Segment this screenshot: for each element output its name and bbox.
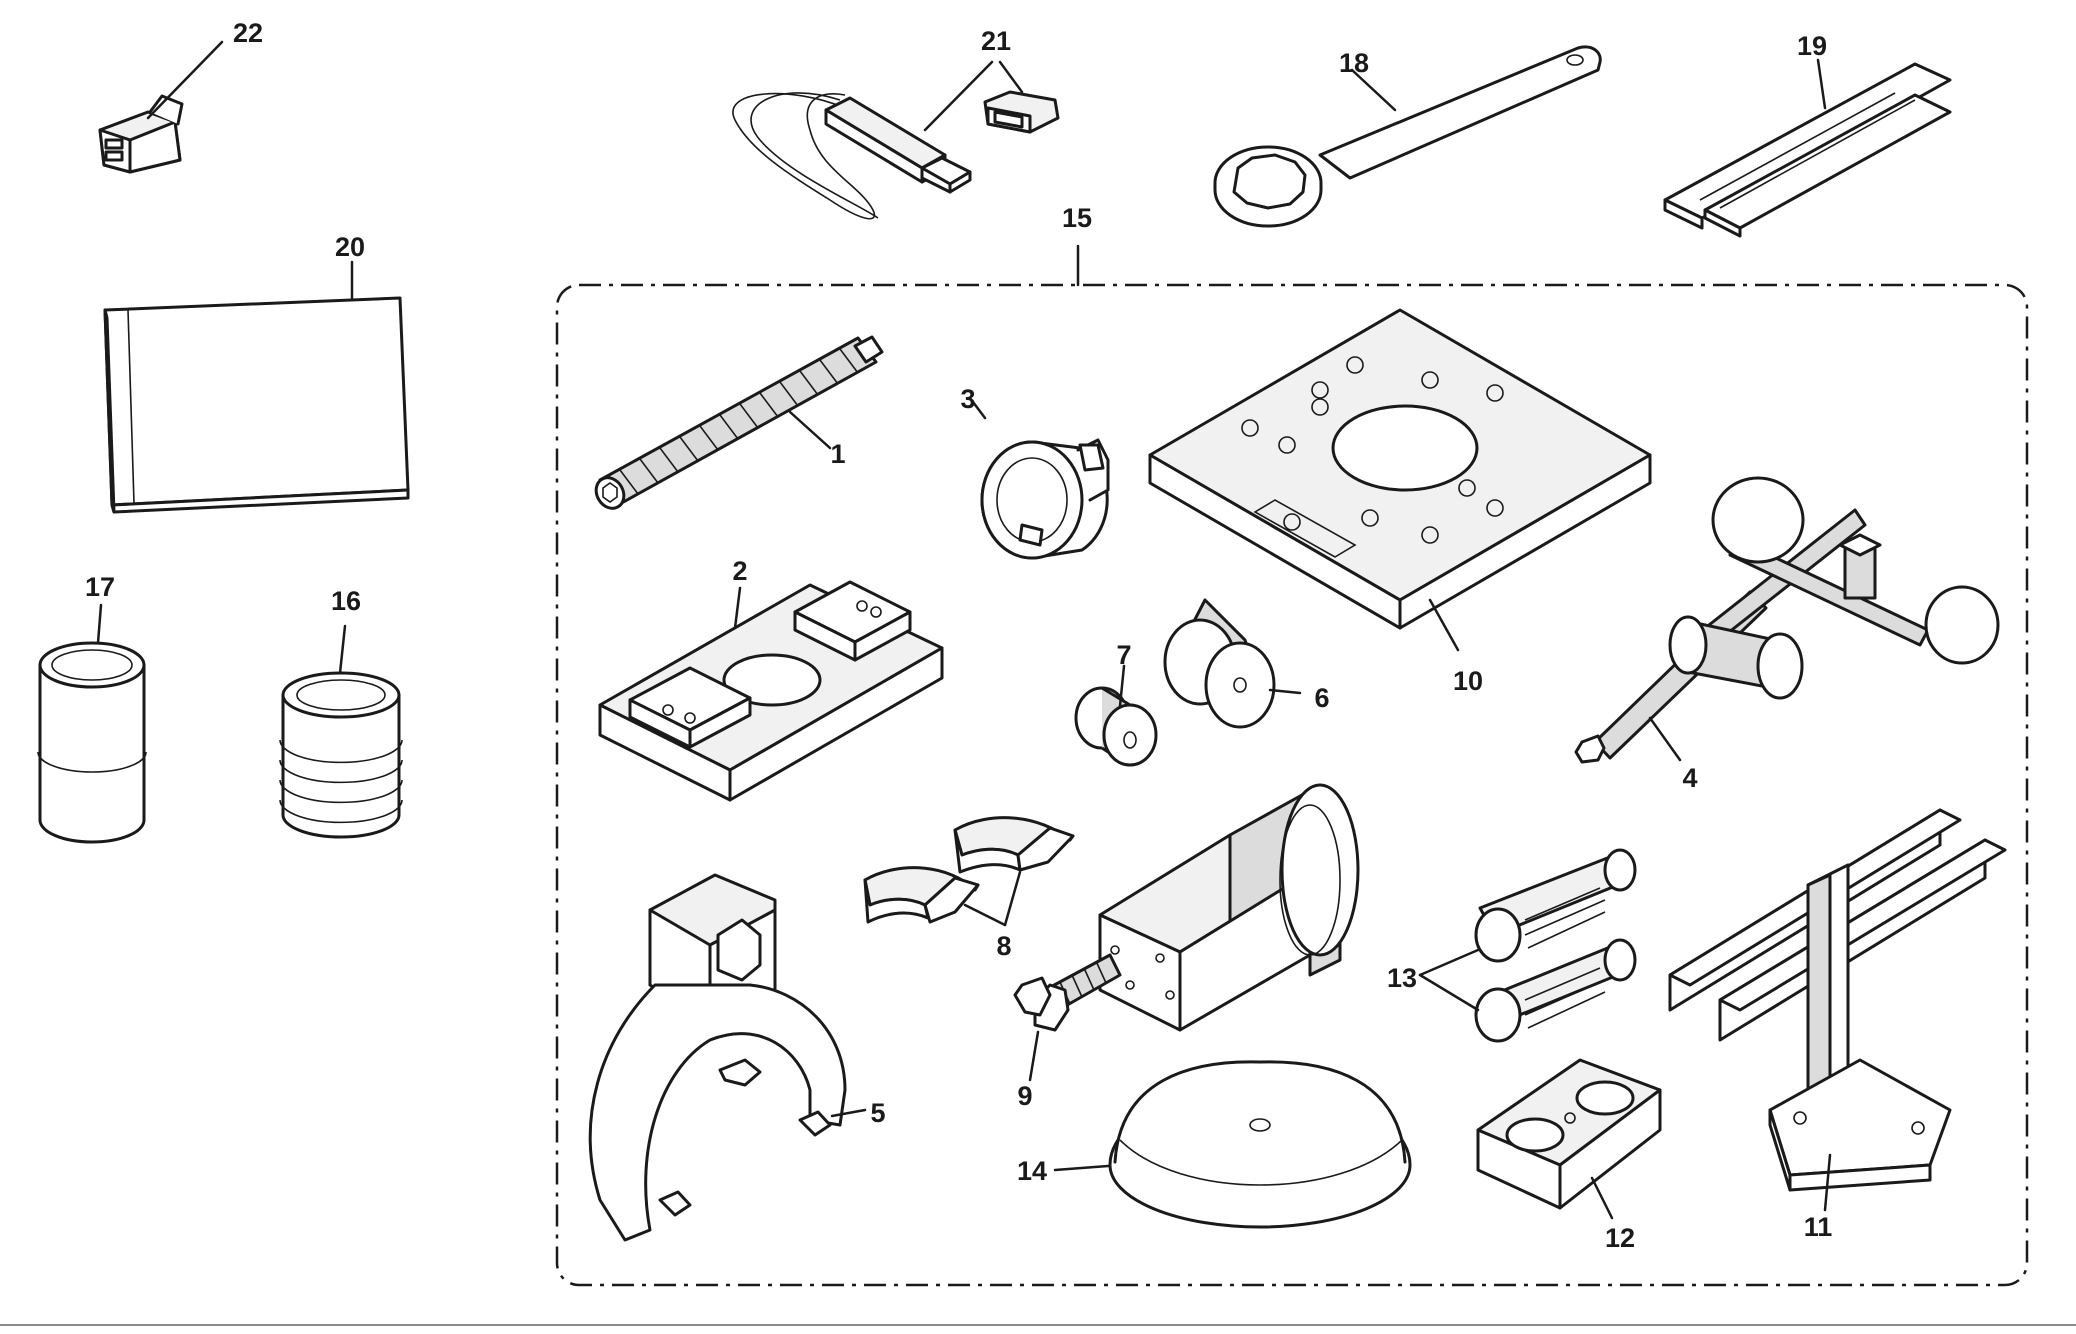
callout-5: 5 — [870, 1098, 885, 1128]
part-10-square-plate — [1148, 308, 1652, 652]
part-3-bushing — [968, 396, 1110, 560]
callout-12: 12 — [1605, 1223, 1635, 1253]
part-9-puller — [1013, 783, 1360, 1082]
part-18-ring-spanner — [1213, 45, 1602, 228]
bottom-rule — [0, 1324, 2076, 1326]
part-1-threaded-bar — [594, 335, 884, 510]
part-22-connector — [98, 40, 224, 174]
callout-11: 11 — [1804, 1212, 1833, 1242]
part-4-t-handle — [1574, 476, 2000, 764]
part-21-usb-key — [732, 60, 1060, 220]
callout-17: 17 — [85, 572, 115, 602]
callout-1: 1 — [830, 439, 845, 469]
part-13-cage-sleeves — [1418, 848, 1637, 1043]
callout-2: 2 — [732, 556, 747, 586]
callout-4: 4 — [1682, 763, 1697, 793]
part-8-half-shells — [863, 816, 1075, 927]
callout-19: 19 — [1797, 31, 1827, 61]
part-7-spacer — [1074, 664, 1158, 767]
part-11-stand — [1668, 808, 2007, 1212]
callout-15: 15 — [1062, 203, 1092, 233]
callout-21: 21 — [981, 26, 1011, 56]
callout-9: 9 — [1017, 1081, 1032, 1111]
callout-10: 10 — [1453, 666, 1483, 696]
callout-20: 20 — [335, 232, 365, 262]
callout-14: 14 — [1017, 1156, 1047, 1186]
callout-6: 6 — [1314, 683, 1329, 713]
callout-16: 16 — [331, 586, 361, 616]
part-14-dish — [1053, 1060, 1412, 1229]
part-6-spacer — [1163, 598, 1302, 729]
tool-kit-boundary — [555, 283, 2029, 1287]
part-20-manual — [103, 260, 410, 514]
part-17-sleeve — [37, 603, 147, 844]
callout-18: 18 — [1339, 48, 1369, 78]
part-19-slotted-plate — [1663, 58, 1952, 238]
part-16-threaded-sleeve — [279, 624, 403, 839]
part-5-fork-holder — [588, 873, 867, 1242]
callout-3: 3 — [960, 384, 975, 414]
callout-22: 22 — [233, 18, 263, 48]
callout-7: 7 — [1116, 640, 1131, 670]
part-12-holed-block — [1476, 1058, 1662, 1220]
callout-13: 13 — [1387, 963, 1417, 993]
part-2-base-block — [598, 580, 944, 802]
callout-8: 8 — [996, 931, 1011, 961]
